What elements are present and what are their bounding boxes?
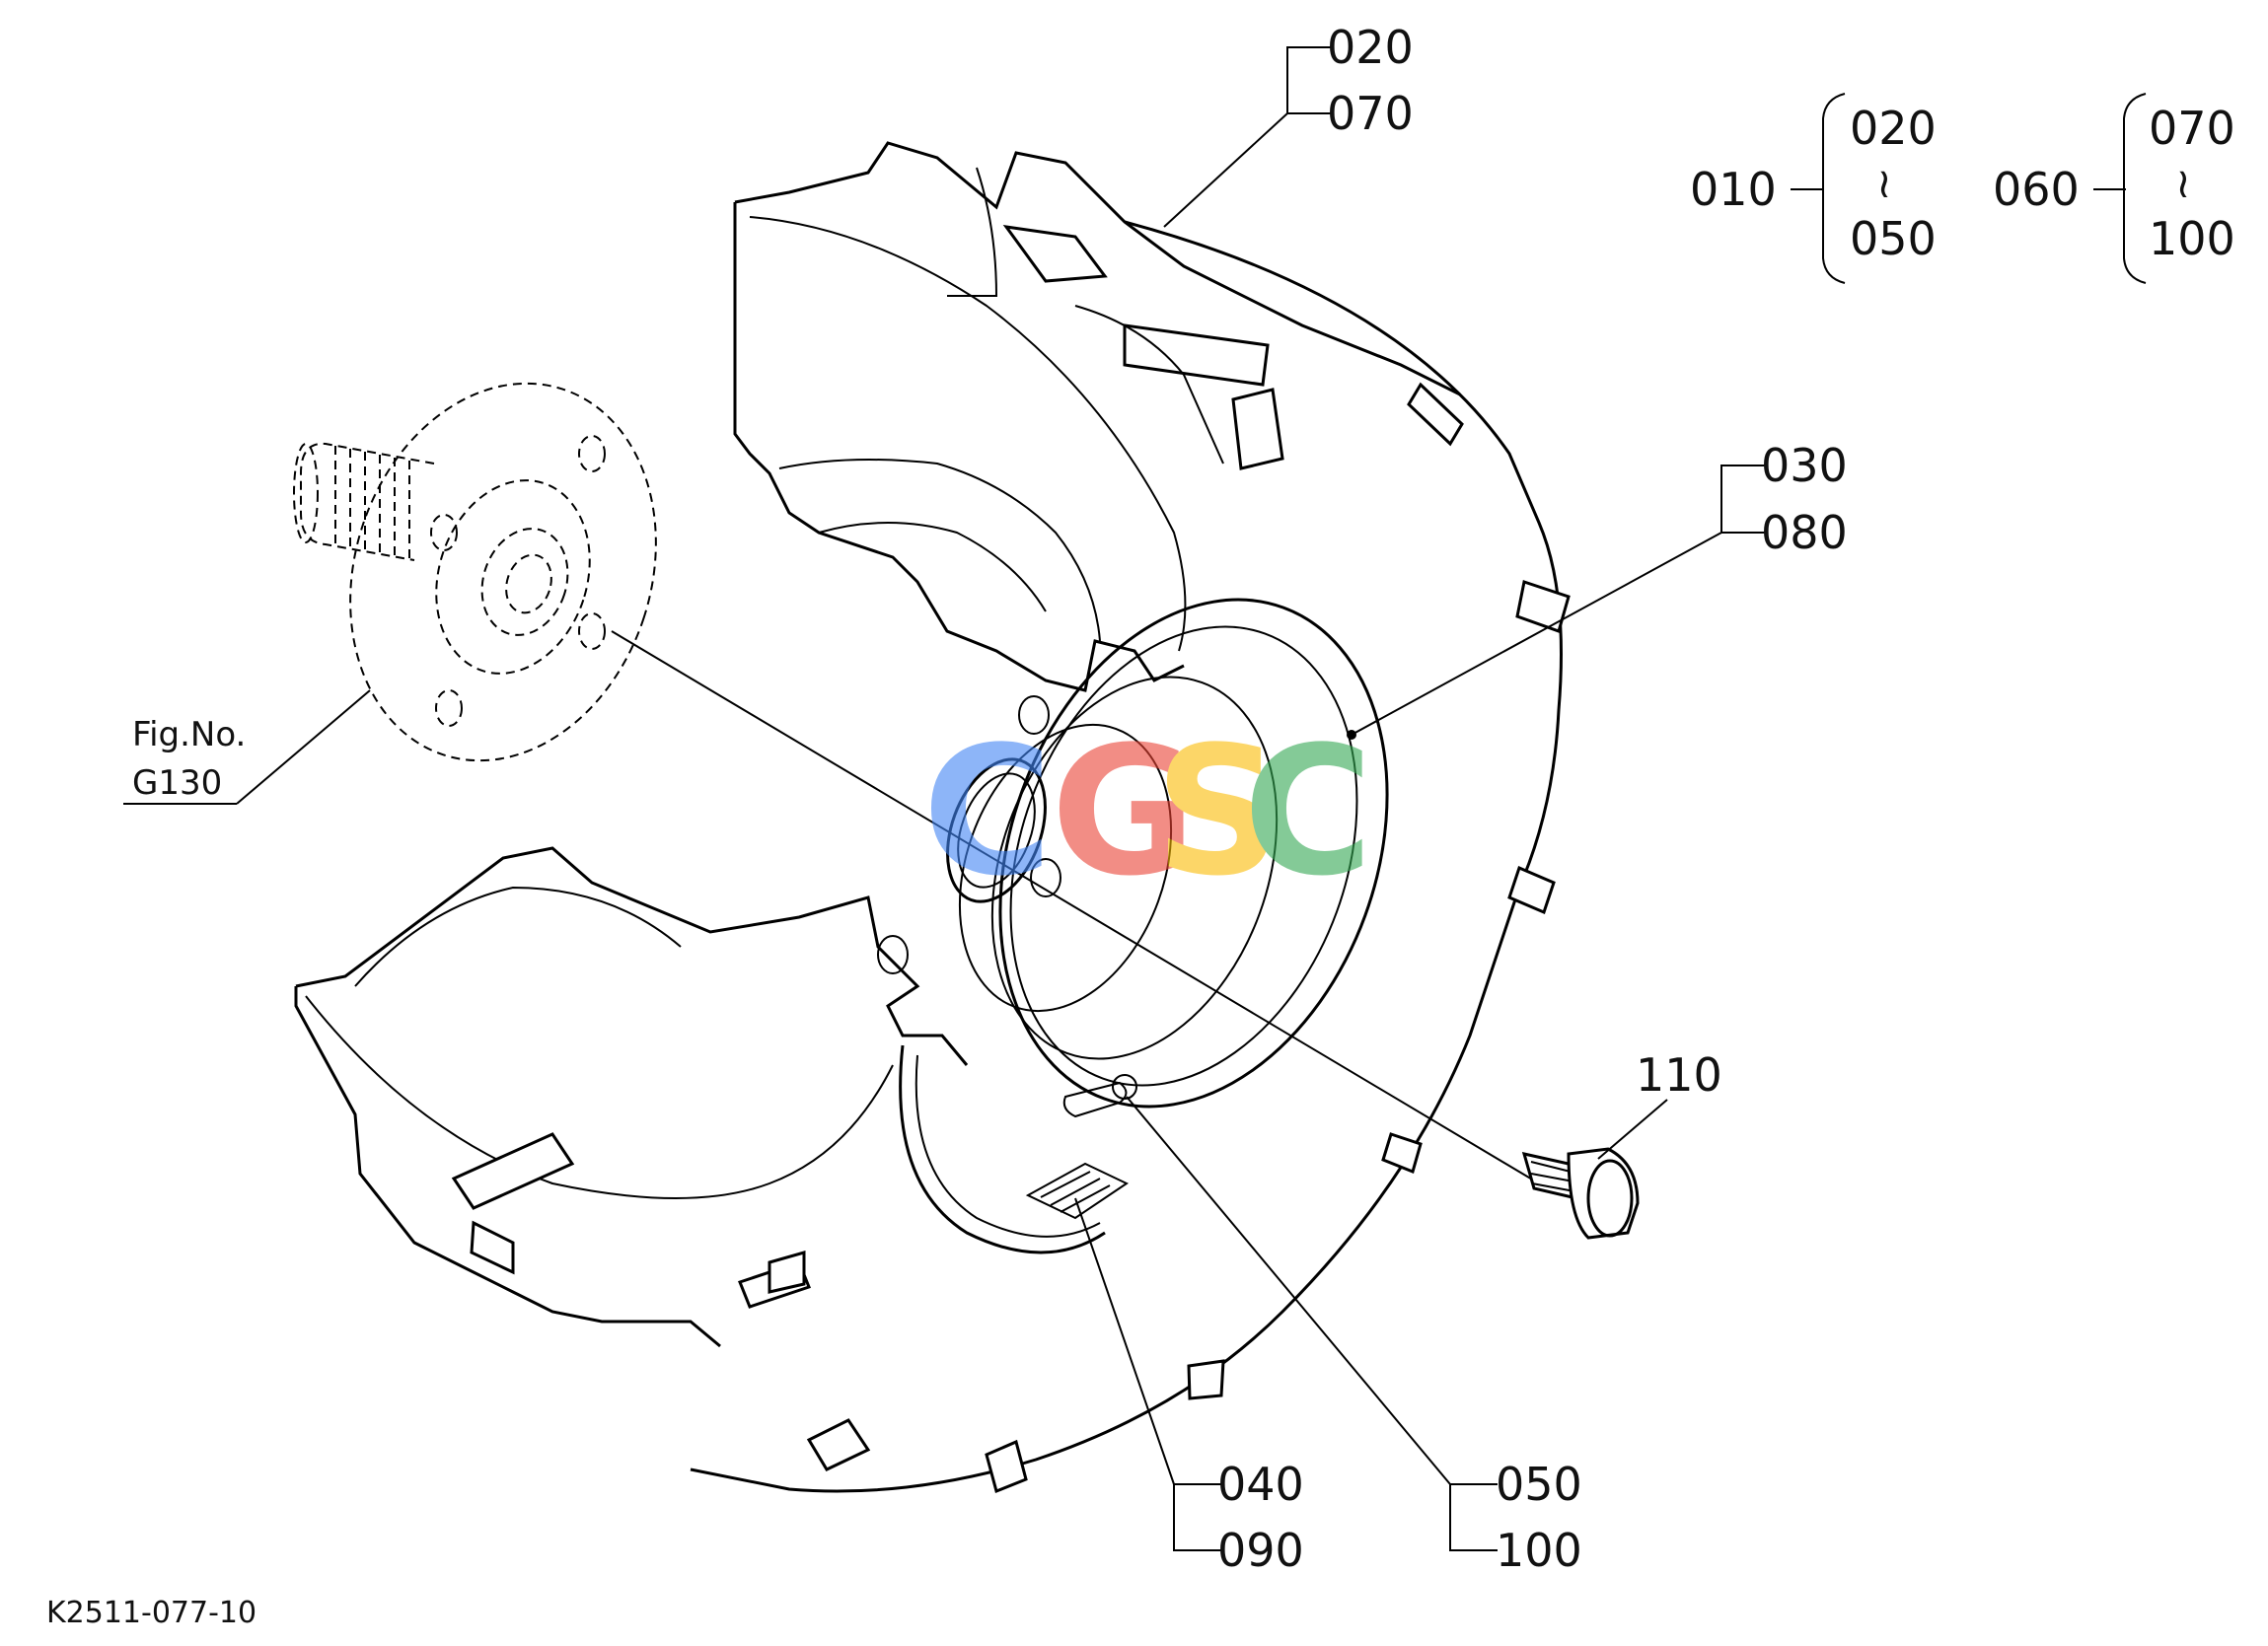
callout-020-top: 020 (1327, 21, 1414, 74)
callout-040: 040 (1217, 1458, 1304, 1511)
legend-parent-060: 060 (1993, 163, 2080, 216)
legend-from-020: 020 (1850, 102, 1937, 155)
callout-030: 030 (1761, 439, 1848, 492)
legend-from-070: 070 (2149, 102, 2235, 155)
legend-to-100: 100 (2149, 212, 2235, 265)
watermark-letter-s: S (1154, 709, 1282, 915)
leader-lines (1074, 46, 1766, 1551)
wheel-rim (877, 598, 1389, 1220)
callout-070-top: 070 (1327, 87, 1414, 140)
legend-tilde-2: ≀ (2175, 159, 2191, 207)
valve-stem (1062, 1074, 1137, 1118)
callout-100: 100 (1496, 1524, 1582, 1577)
drawing-code: K2511-077-10 (46, 1596, 256, 1630)
legend-tilde-1: ≀ (1876, 159, 1892, 207)
figref-leader (123, 689, 371, 805)
callout-090: 090 (1217, 1524, 1304, 1577)
watermark-letter-c2: C (1243, 709, 1373, 915)
axle-flange-hub (293, 382, 657, 762)
wheel-bolt (1521, 1147, 1640, 1240)
figref-line1: Fig.No. (132, 715, 246, 754)
assembly-legend: 010 020 ≀ 050 060 070 ≀ 100 (1690, 93, 2235, 284)
watermark-letter-g: G (1051, 709, 1197, 915)
callout-080: 080 (1761, 506, 1848, 559)
figref-line2: G130 (132, 763, 222, 803)
callout-110: 110 (1636, 1048, 1722, 1102)
watermark-logo: C G S C (922, 709, 1373, 915)
tractor-tire (294, 141, 1571, 1494)
legend-parent-010: 010 (1690, 163, 1777, 216)
callout-050: 050 (1496, 1458, 1582, 1511)
legend-to-050: 050 (1850, 212, 1937, 265)
assembly-axis-line (611, 630, 1540, 1184)
watermark-letter-c1: C (922, 709, 1053, 915)
